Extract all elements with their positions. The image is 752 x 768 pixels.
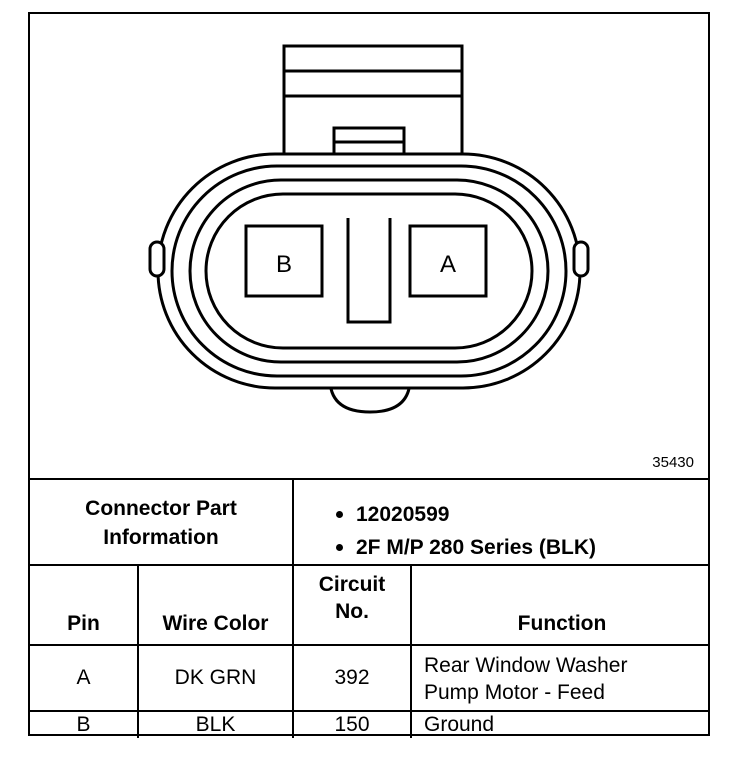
shell-ring-4	[204, 192, 534, 350]
connector-info-table: Connector Part Information 12020599 2F M…	[30, 478, 708, 738]
header-pin: Pin	[67, 612, 100, 635]
list-item: 2F M/P 280 Series (BLK)	[328, 531, 698, 564]
shell-outer	[156, 152, 582, 390]
table-row-b-pin: B	[76, 713, 91, 736]
bottom-tab	[328, 381, 412, 414]
table-row-a-pin: A	[76, 666, 91, 689]
pin-cavity-b	[244, 224, 324, 298]
pin-cavity-a	[408, 224, 488, 298]
figure-id: 35430	[652, 454, 694, 471]
pin-label-a: A	[440, 251, 456, 278]
header-function: Function	[517, 612, 607, 635]
divider-info	[292, 480, 294, 564]
connector-info-label: Connector Part Information	[85, 497, 237, 549]
list-item: 12020599	[328, 498, 698, 531]
connector-face-diagram: B A	[148, 44, 590, 414]
header-wire-color: Wire Color	[162, 612, 269, 635]
connector-figure: B A 35430 Connector Part Information 120…	[28, 12, 710, 738]
table-row-a-wire-color: DK GRN	[174, 666, 257, 689]
left-nub	[148, 240, 166, 278]
table-row-a-function: Rear Window Washer Pump Motor - Feed	[424, 654, 628, 704]
pin-label-b: B	[276, 251, 292, 278]
table-row-b-circuit: 150	[334, 713, 370, 736]
right-nub	[572, 240, 590, 278]
shell-ring-2	[170, 164, 568, 378]
shell-ring-3	[188, 178, 550, 364]
center-key	[346, 218, 392, 324]
header-circuit-no: Circuit No.	[318, 573, 386, 623]
connector-info-list: 12020599 2F M/P 280 Series (BLK)	[328, 498, 698, 564]
table-row-b-function: Ground	[424, 713, 495, 736]
table-row-b-wire-color: BLK	[195, 713, 236, 736]
table-row-a-circuit: 392	[334, 666, 370, 689]
